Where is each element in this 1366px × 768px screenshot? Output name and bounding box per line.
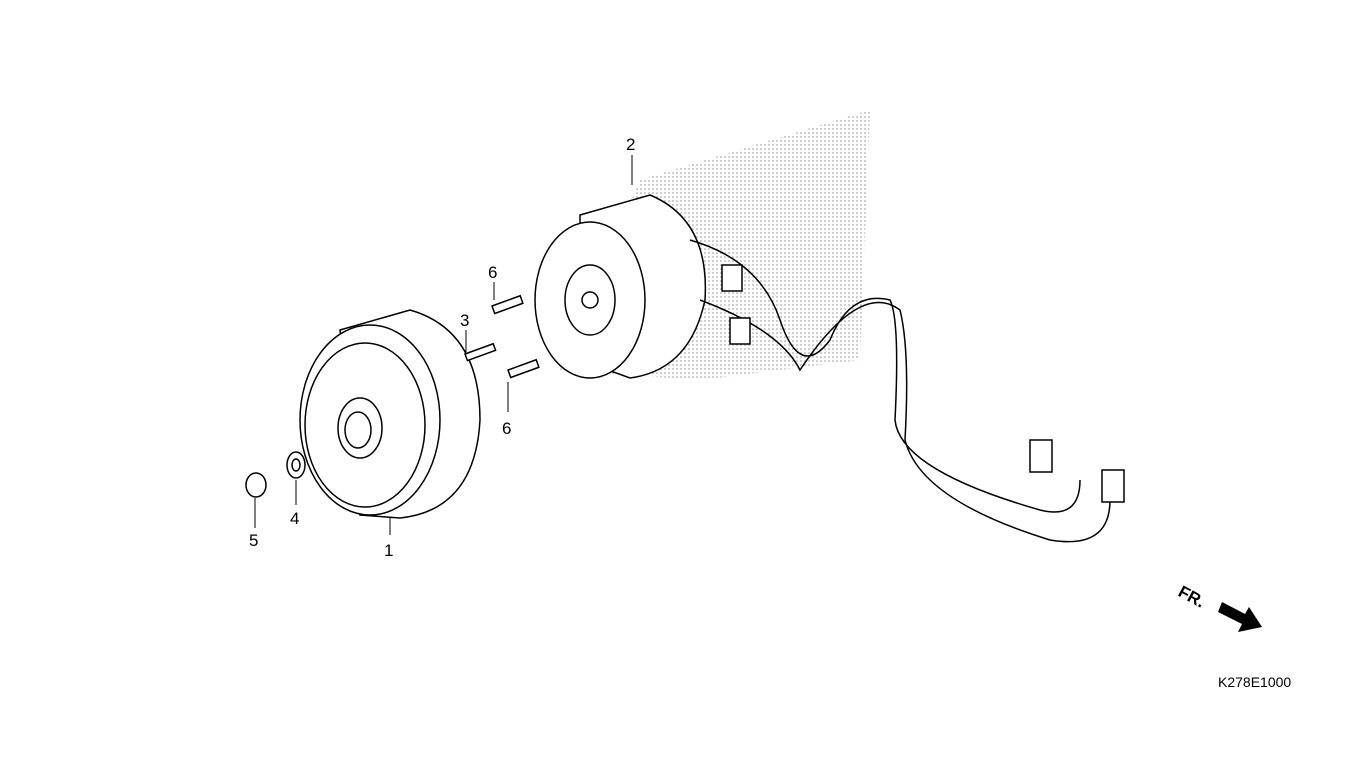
label-1: 1 [384, 541, 393, 560]
flywheel-part-1 [299, 309, 481, 519]
label-2: 2 [626, 135, 635, 154]
label-6-top: 6 [488, 263, 497, 282]
label-4: 4 [290, 509, 299, 528]
label-6-bottom: 6 [502, 419, 511, 438]
nut-part-5 [245, 472, 267, 498]
wire-harness [689, 239, 1125, 543]
stator-part-2 [534, 194, 707, 379]
front-arrow-icon [1218, 602, 1262, 632]
small-parts [245, 294, 540, 498]
diagram-code: K278E1000 [1218, 674, 1292, 690]
label-3: 3 [460, 311, 469, 330]
label-5: 5 [249, 531, 258, 550]
